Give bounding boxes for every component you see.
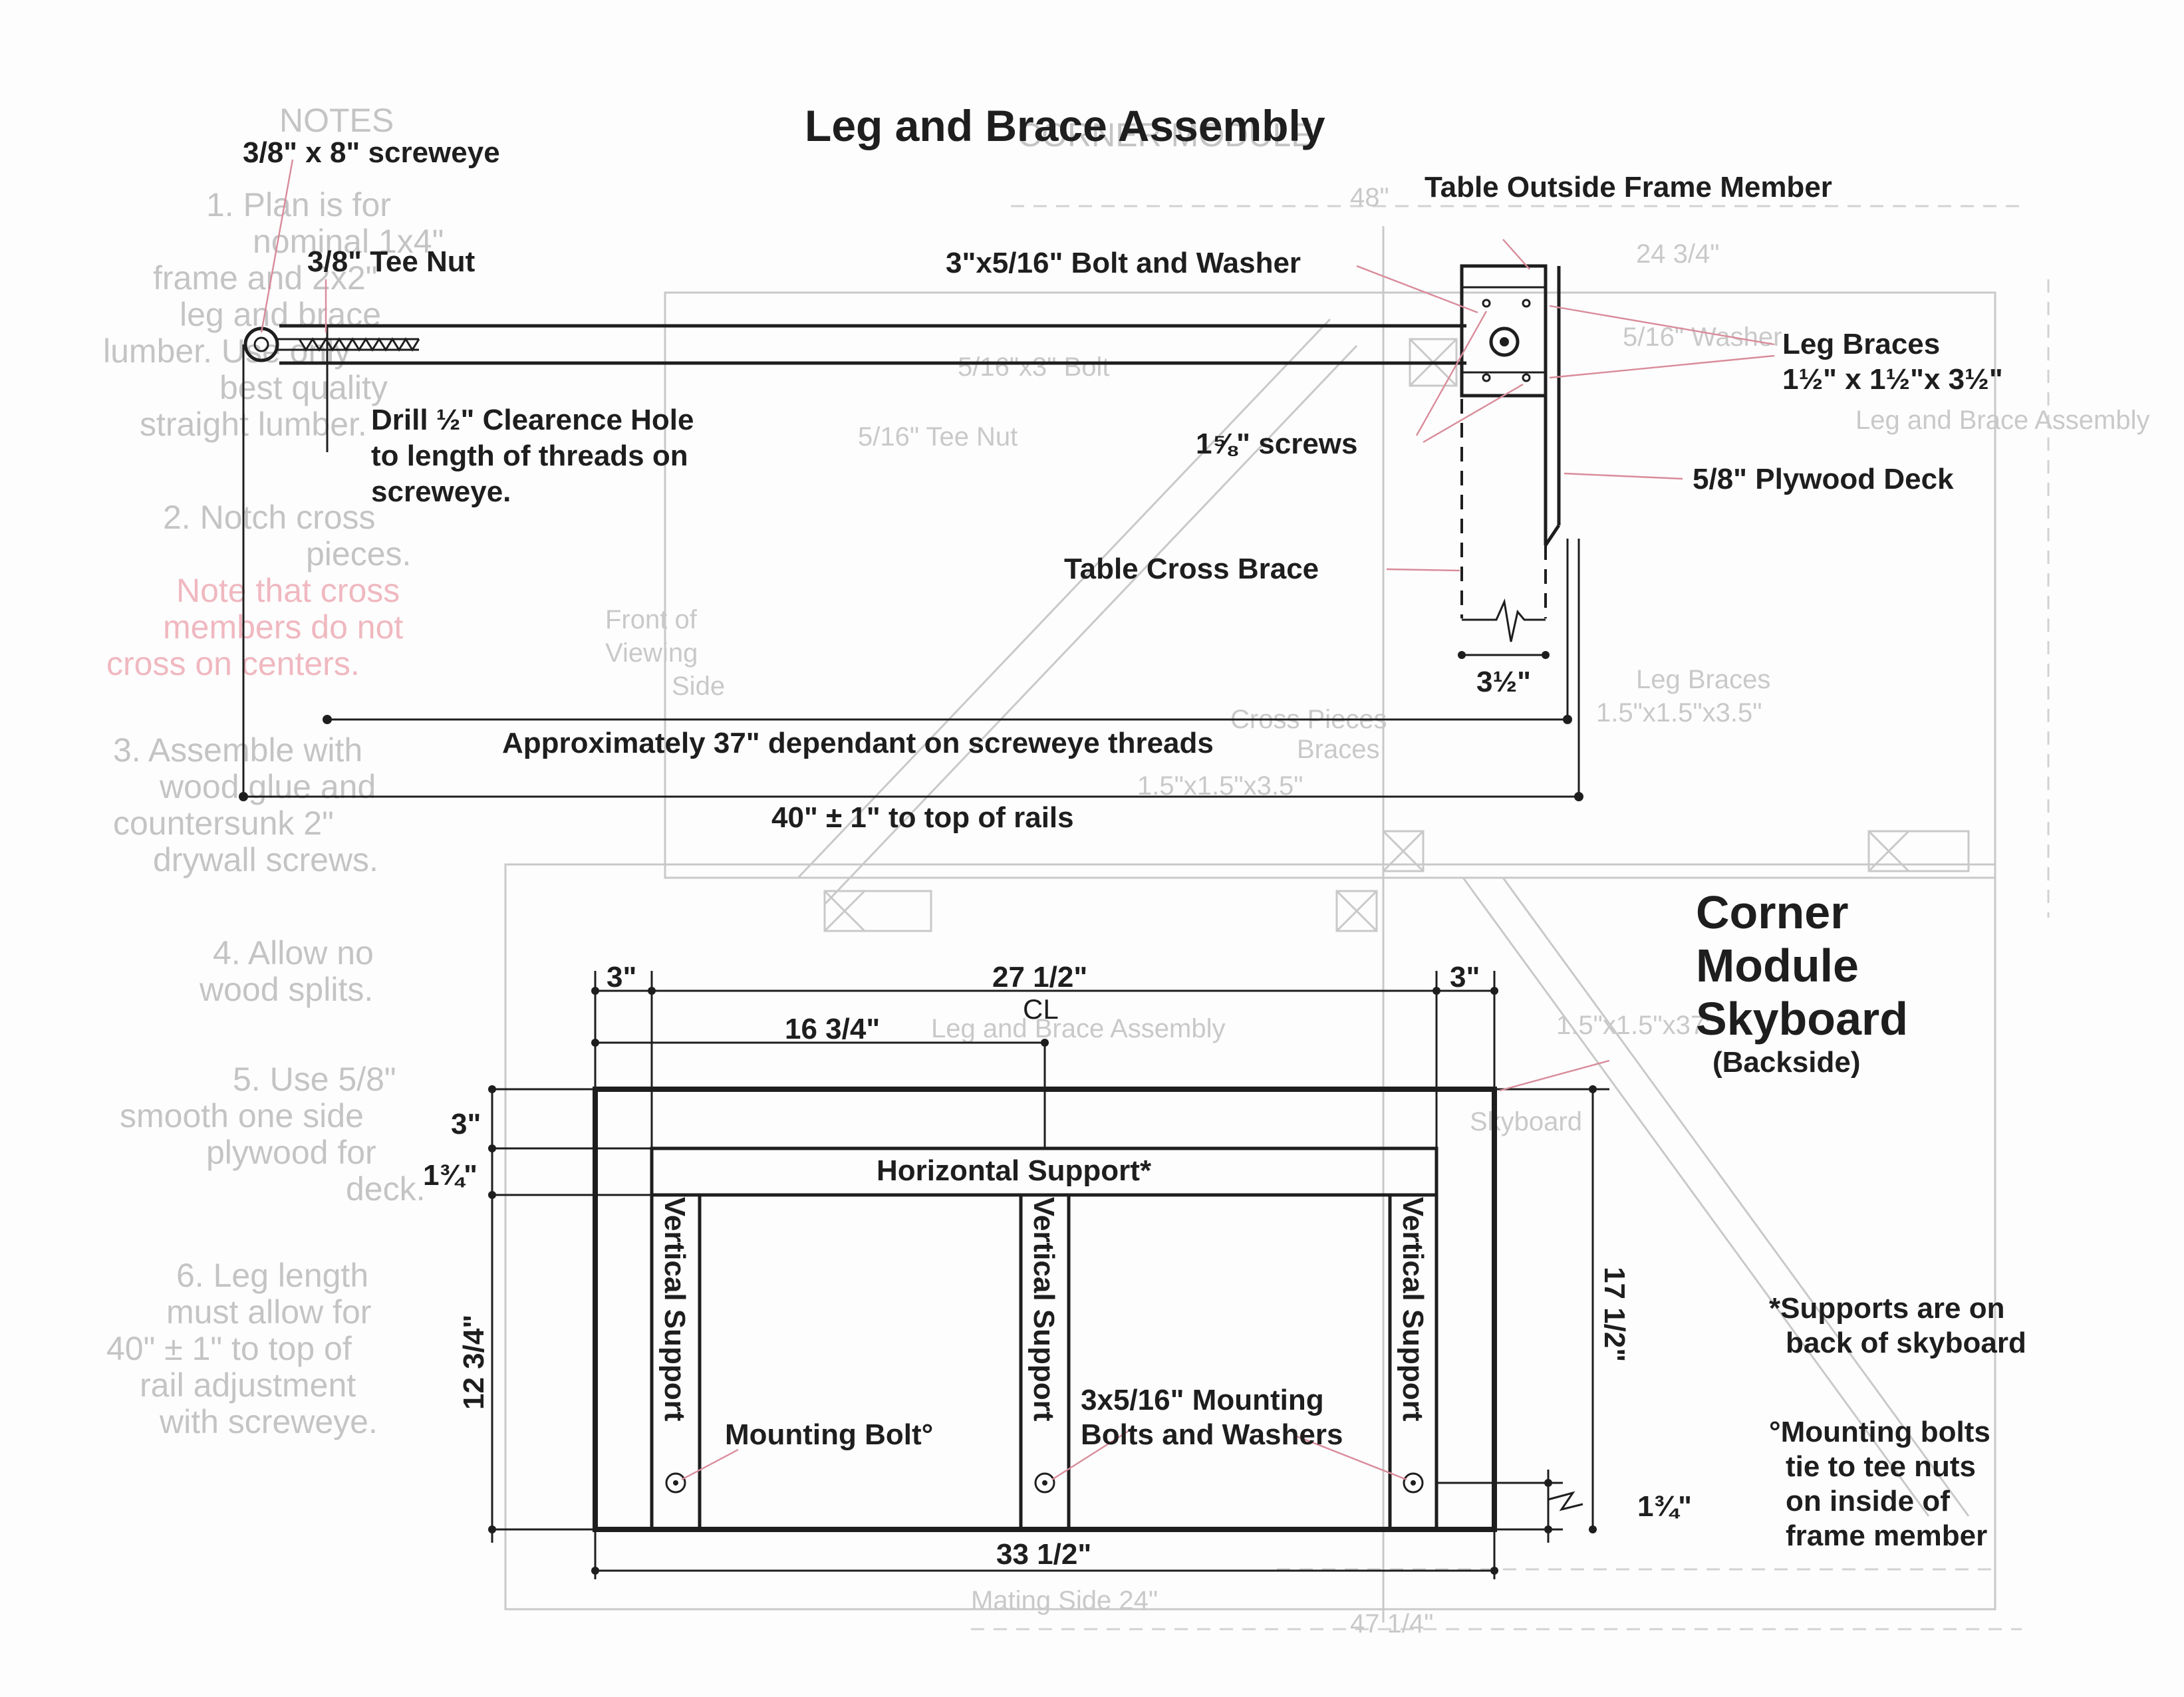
skyboard-title-line-2: Module xyxy=(1696,940,1859,991)
svg-text:4. Allow no: 4. Allow no xyxy=(213,934,374,972)
vertical-support-center-label: Vertical Support xyxy=(1027,1197,1060,1422)
svg-text:drywall screws.: drywall screws. xyxy=(153,841,378,878)
skyboard-backside-label: (Backside) xyxy=(1712,1046,1861,1079)
svg-text:6. Leg length: 6. Leg length xyxy=(176,1257,368,1294)
dim-3-right: 3" xyxy=(1450,961,1480,993)
dim-16-34: 16 3/4" xyxy=(785,1013,880,1045)
svg-text:NOTES: NOTES xyxy=(279,102,394,139)
dim-1-34-top: 1¾" xyxy=(423,1159,478,1192)
leg-braces-label: Leg Braces xyxy=(1782,328,1940,360)
svg-text:Front of: Front of xyxy=(605,605,698,634)
skyboard-title-line-3: Skyboard xyxy=(1696,993,1908,1045)
drill-note-line-1: Drill ½" Clearence Hole xyxy=(371,404,694,436)
svg-text:Skyboard: Skyboard xyxy=(1470,1107,1582,1136)
drill-note-line-3: screweye. xyxy=(371,475,511,508)
svg-text:Mating Side 24": Mating Side 24" xyxy=(971,1586,1158,1615)
svg-text:2. Notch cross: 2. Notch cross xyxy=(163,499,376,536)
svg-text:24 3/4": 24 3/4" xyxy=(1636,239,1719,269)
mounting-bolts-line-2: Bolts and Washers xyxy=(1081,1418,1343,1451)
horizontal-support-label: Horizontal Support* xyxy=(877,1154,1152,1187)
plywood-deck-label: 5/8" Plywood Deck xyxy=(1693,463,1954,495)
svg-text:CORNER MODULE: CORNER MODULE xyxy=(1018,116,1313,154)
svg-text:Leg and Brace Assembly: Leg and Brace Assembly xyxy=(931,1014,1225,1043)
svg-text:nominal 1x4": nominal 1x4" xyxy=(253,223,444,260)
svg-text:best quality: best quality xyxy=(219,369,388,406)
skyboard-title-line-1: Corner xyxy=(1696,886,1848,938)
svg-text:3. Assemble with: 3. Assemble with xyxy=(113,731,362,769)
screws-label: 1⅝" screws xyxy=(1196,428,1357,460)
svg-text:countersunk 2": countersunk 2" xyxy=(113,805,334,842)
svg-text:Braces: Braces xyxy=(1297,735,1380,764)
dim-33-half: 33 1/2" xyxy=(996,1538,1091,1571)
svg-text:plywood for: plywood for xyxy=(206,1134,376,1171)
svg-text:Leg Braces: Leg Braces xyxy=(1636,665,1770,694)
dim-3-top: 3" xyxy=(451,1108,481,1140)
supports-note-line-1: *Supports are on xyxy=(1769,1292,2005,1325)
dim-1-34-bottom: 1¾" xyxy=(1637,1490,1692,1523)
vertical-support-right-label: Vertical Support xyxy=(1397,1197,1429,1422)
forty-inch-dimension: 40" ± 1" to top of rails xyxy=(771,801,1074,834)
approx-length-dimension: Approximately 37" dependant on screweye … xyxy=(502,727,1214,759)
svg-text:rail adjustment: rail adjustment xyxy=(140,1367,356,1404)
mounting-bolt-label: Mounting Bolt° xyxy=(725,1418,933,1451)
svg-text:must allow for: must allow for xyxy=(166,1293,371,1331)
svg-text:with screweye.: with screweye. xyxy=(159,1403,378,1440)
svg-text:members do not: members do not xyxy=(163,608,403,646)
diagram-title: Leg and Brace Assembly xyxy=(805,101,1325,150)
svg-text:1.5"x1.5"x3.5": 1.5"x1.5"x3.5" xyxy=(1596,698,1762,727)
svg-text:1.5"x1.5"x37": 1.5"x1.5"x37" xyxy=(1556,1011,1714,1040)
mounting-note-line-4: frame member xyxy=(1786,1519,1987,1552)
svg-text:cross on centers.: cross on centers. xyxy=(106,645,360,682)
svg-text:pieces.: pieces. xyxy=(306,535,411,573)
svg-text:wood glue and: wood glue and xyxy=(159,768,376,805)
mounting-bolts-line-1: 3x5/16" Mounting xyxy=(1081,1384,1324,1416)
svg-text:straight lumber.: straight lumber. xyxy=(140,406,367,443)
skyboard-drawing xyxy=(488,971,1609,1579)
screweye-label: 3/8" x 8" screweye xyxy=(243,136,500,169)
dim-3-left: 3" xyxy=(607,961,636,993)
svg-text:smooth one side: smooth one side xyxy=(120,1097,364,1134)
top-leader-lines xyxy=(260,159,1775,572)
dim-12-34: 12 3/4" xyxy=(458,1315,490,1410)
bottom-leader-lines xyxy=(681,1059,1610,1481)
leg-assembly-drawing xyxy=(239,264,1583,801)
svg-text:5/16" Washer: 5/16" Washer xyxy=(1623,323,1782,352)
svg-text:1. Plan is for: 1. Plan is for xyxy=(206,186,391,223)
svg-text:Side: Side xyxy=(672,672,725,701)
svg-text:leg and brace: leg and brace xyxy=(180,296,381,333)
svg-text:47 1/4": 47 1/4" xyxy=(1350,1609,1433,1638)
svg-text:Note that cross: Note that cross xyxy=(176,572,400,609)
bolt-washer-label: 3"x5/16" Bolt and Washer xyxy=(946,247,1301,279)
mounting-note-line-3: on inside of xyxy=(1786,1485,1950,1517)
outside-frame-label: Table Outside Frame Member xyxy=(1425,171,1832,203)
svg-text:5/16"x3" Bolt: 5/16"x3" Bolt xyxy=(958,352,1110,382)
tee-nut-label: 3/8" Tee Nut xyxy=(307,245,476,278)
leg-braces-size-label: 1½" x 1½"x 3½" xyxy=(1782,363,2003,396)
svg-text:frame and 2x2": frame and 2x2" xyxy=(153,259,377,297)
dim-27-half: 27 1/2" xyxy=(992,961,1087,993)
mounting-note-line-1: °Mounting bolts xyxy=(1769,1416,1990,1448)
svg-text:40" ± 1" to top of: 40" ± 1" to top of xyxy=(106,1330,352,1367)
mounting-note-line-2: tie to tee nuts xyxy=(1786,1450,1976,1483)
drill-note-line-2: to length of threads on xyxy=(371,440,688,472)
three-half-dimension: 3½" xyxy=(1476,666,1531,698)
svg-text:wood splits.: wood splits. xyxy=(199,971,373,1008)
svg-text:5/16" Tee Nut: 5/16" Tee Nut xyxy=(858,422,1018,452)
supports-note-line-2: back of skyboard xyxy=(1786,1327,2026,1359)
dim-17-half: 17 1/2" xyxy=(1598,1267,1631,1362)
svg-text:Viewing: Viewing xyxy=(605,638,698,668)
svg-text:48": 48" xyxy=(1350,183,1389,212)
svg-text:5. Use 5/8": 5. Use 5/8" xyxy=(233,1061,396,1098)
centerline-label: CL xyxy=(1023,993,1059,1025)
vertical-support-left-label: Vertical Support xyxy=(658,1197,691,1422)
svg-text:deck.: deck. xyxy=(346,1170,426,1208)
svg-text:Leg and Brace Assembly: Leg and Brace Assembly xyxy=(1855,406,2149,435)
cross-brace-label: Table Cross Brace xyxy=(1064,553,1319,585)
